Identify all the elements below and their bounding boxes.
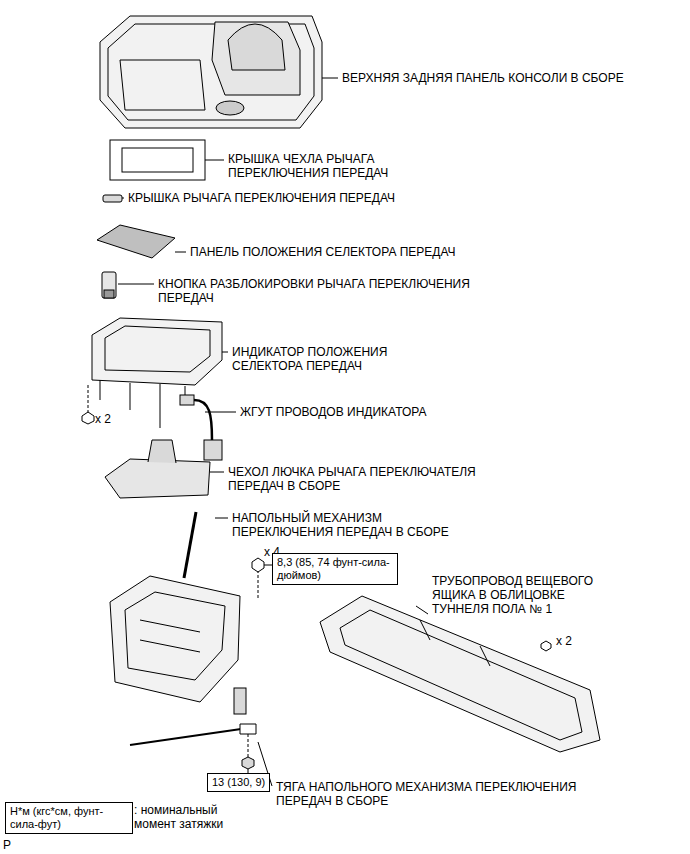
harness-wire <box>194 400 212 440</box>
leader-line <box>222 352 228 353</box>
part-label: КНОПКА РАЗБЛОКИРОВКИ РЫЧАГА ПЕРЕКЛЮЧЕНИЯ… <box>158 277 518 305</box>
leader-line <box>122 198 124 199</box>
clip <box>541 641 551 651</box>
leader-line <box>118 284 154 285</box>
box-text: 13 (130, 9) <box>212 776 265 789</box>
shift-knob <box>228 24 285 70</box>
nut-axis <box>248 734 249 758</box>
indicator-bracket <box>92 318 222 385</box>
tunnel-duct-ribs <box>420 620 490 666</box>
legend-box: Н*м (кгс*см, фунт-сила-фут) <box>5 802 133 834</box>
shift-cable <box>130 728 248 745</box>
shift-mechanism-ribs <box>140 620 200 652</box>
shifter-bezel <box>212 22 300 95</box>
leader-line <box>416 606 428 614</box>
part-label: КРЫШКА РЫЧАГА ПЕРЕКЛЮЧЕНИЯ ПЕРЕДАЧ <box>128 191 395 205</box>
leader-line <box>322 78 338 79</box>
control-dial <box>216 101 244 115</box>
cable-end <box>240 724 256 734</box>
shift-mechanism <box>110 576 240 702</box>
console-panel <box>100 16 322 128</box>
box-text: 8,3 (85, 74 фунт-сила-дюймов) <box>277 556 393 582</box>
storage-recess <box>120 60 205 110</box>
part-label: ЖГУТ ПРОВОДОВ ИНДИКАТОРА <box>240 405 426 419</box>
leader-line <box>205 160 224 161</box>
tunnel-duct-detail <box>340 610 582 740</box>
release-button-base <box>104 290 114 298</box>
screw <box>82 412 94 424</box>
part-label: ПАНЕЛЬ ПОЛОЖЕНИЯ СЕЛЕКТОРА ПЕРЕДАЧ <box>190 245 456 259</box>
leader-line <box>175 252 186 253</box>
indicator-legs <box>100 380 185 428</box>
part-label: ЧЕХОЛ ЛЮЧКА РЫЧАГА ПЕРЕКЛЮЧАТЕЛЯ ПЕРЕДАЧ… <box>228 465 480 493</box>
harness-connector <box>180 395 194 405</box>
screw-axis <box>88 385 89 414</box>
bolt-axis <box>258 570 259 600</box>
bolt <box>252 558 264 572</box>
lever-cap <box>103 195 122 202</box>
boot-cover-frame <box>110 140 205 180</box>
release-button <box>102 272 116 298</box>
shift-mechanism-detail <box>125 592 225 680</box>
torque-box: 13 (130, 9) <box>207 773 270 792</box>
cable-joint <box>234 688 246 714</box>
leader-line <box>210 472 224 473</box>
indicator-window <box>105 326 210 372</box>
part-label: НАПОЛЬНЫЙ МЕХАНИЗМ ПЕРЕКЛЮЧЕНИЯ ПЕРЕДАЧ … <box>232 511 480 539</box>
figure-code: P <box>3 838 11 852</box>
note-text: : номинальный момент затяжки <box>134 803 239 831</box>
leader-line <box>215 518 228 519</box>
nut <box>242 757 254 769</box>
harness-connector <box>204 440 222 460</box>
part-label: ИНДИКАТОР ПОЛОЖЕНИЯ СЕЛЕКТОРА ПЕРЕДАЧ <box>232 345 422 373</box>
leader-line <box>264 565 272 566</box>
shift-lever <box>184 512 196 578</box>
box-text: Н*м (кгс*см, фунт-сила-фут) <box>10 805 128 831</box>
tunnel-duct <box>320 596 600 752</box>
part-label: ТРУБОПРОВОД ВЕЩЕВОГО ЯЩИКА В ОБЛИЦОВКЕ Т… <box>432 574 612 616</box>
part-label: ТЯГА НАПОЛЬНОГО МЕХАНИЗМА ПЕРЕКЛЮЧЕНИЯ П… <box>276 780 616 808</box>
leader-line <box>205 412 236 413</box>
torque-box: 8,3 (85, 74 фунт-сила-дюймов) <box>272 553 398 585</box>
quantity-label: x 2 <box>95 412 111 426</box>
selector-panel <box>97 225 175 258</box>
part-label: КРЫШКА ЧЕХЛА РЫЧАГА ПЕРЕКЛЮЧЕНИЯ ПЕРЕДАЧ <box>228 152 428 180</box>
part-label: ВЕРХНЯЯ ЗАДНЯЯ ПАНЕЛЬ КОНСОЛИ В СБОРЕ <box>342 71 624 85</box>
lever-boot <box>105 459 210 498</box>
boot-cover-frame-inner <box>122 148 193 172</box>
lever-boot-sleeve <box>148 440 176 463</box>
quantity-label: x 2 <box>556 634 572 648</box>
